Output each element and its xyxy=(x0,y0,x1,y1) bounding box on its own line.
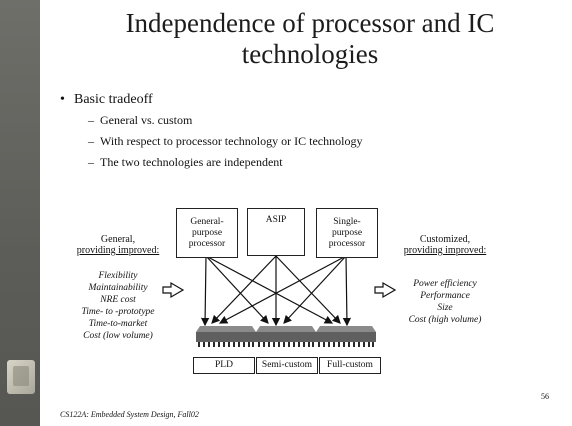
ic-label: Semi-custom xyxy=(261,360,313,370)
asip-box: ASIP xyxy=(247,208,305,256)
processor-label-line: purpose xyxy=(331,227,363,238)
general-heading-line1: General, xyxy=(100,234,136,245)
general-purpose-processor-box: General- purpose processor xyxy=(176,208,238,258)
arrow-sp-pld xyxy=(218,255,347,324)
arrow-sp-semicustom xyxy=(283,255,347,324)
pld-label-box: PLD xyxy=(193,357,255,374)
processor-label-line: General- xyxy=(190,216,224,227)
pld-chip-icon xyxy=(196,326,256,347)
list-item: NRE cost xyxy=(100,295,136,305)
dash-icon: – xyxy=(88,134,94,148)
dash-icon: – xyxy=(88,113,94,127)
subbullet-item: –With respect to processor technology or… xyxy=(88,134,362,149)
left-arrow-icon xyxy=(162,281,185,299)
arrow-gp-pld xyxy=(200,255,210,327)
single-purpose-processor-box: Single- purpose processor xyxy=(316,208,378,258)
list-item: Performance xyxy=(420,291,470,301)
fullcustom-label-box: Full-custom xyxy=(319,357,381,374)
bullet-text: Basic tradeoff xyxy=(74,92,153,107)
arrow-asip-fullcustom xyxy=(275,255,341,324)
semicustom-label-box: Semi-custom xyxy=(256,357,318,374)
customized-benefits-list: Power efficiency Performance Size Cost (… xyxy=(390,278,500,326)
general-benefits-list: Flexibility Maintainability NRE cost Tim… xyxy=(66,270,170,342)
list-item: Time-to-market xyxy=(88,319,148,329)
list-item: Flexibility xyxy=(98,271,138,281)
bullet-dot-icon: • xyxy=(60,92,65,107)
subbullet-item: –The two technologies are independent xyxy=(88,155,283,170)
subbullet-item: –General vs. custom xyxy=(88,113,192,128)
customized-heading: Customized, providing improved: xyxy=(390,234,500,256)
slide-sidebar xyxy=(0,0,40,426)
general-heading: General, providing improved: xyxy=(66,234,170,256)
processor-label-line: processor xyxy=(188,238,226,249)
list-item: Size xyxy=(437,303,453,313)
list-item: Time- to -prototype xyxy=(81,307,155,317)
processor-label-line: ASIP xyxy=(265,215,287,225)
subbullet-text: With respect to processor technology or … xyxy=(100,134,363,148)
slide-footer: CS122A: Embedded System Design, Fall02 xyxy=(60,410,199,419)
arrow-gp-fullcustom xyxy=(205,255,334,324)
slide-title: Independence of processor and IC technol… xyxy=(60,8,560,70)
processor-label-line: Single- xyxy=(333,216,361,227)
list-item: Cost (low volume) xyxy=(83,331,153,341)
right-arrow-icon xyxy=(374,281,397,299)
semicustom-chip-icon xyxy=(256,326,316,347)
bullet-item: • Basic tradeoff xyxy=(60,92,153,108)
ic-label: Full-custom xyxy=(327,360,373,370)
ic-label: PLD xyxy=(215,360,233,370)
subbullet-text: The two technologies are independent xyxy=(100,155,283,169)
processor-label-line: processor xyxy=(328,238,366,249)
university-logo-icon xyxy=(7,360,35,394)
arrow-asip-pld xyxy=(211,255,277,324)
list-item: Power efficiency xyxy=(413,279,477,289)
list-item: Maintainability xyxy=(88,283,148,293)
customized-heading-line2: providing improved: xyxy=(403,245,487,256)
subbullet-text: General vs. custom xyxy=(100,113,193,127)
page-number: 56 xyxy=(541,392,549,401)
arrow-gp-semicustom xyxy=(205,255,269,324)
customized-heading-line1: Customized, xyxy=(419,234,471,245)
title-line-2: technologies xyxy=(241,39,379,69)
title-line-1: Independence of processor and IC xyxy=(125,8,495,38)
arrow-sp-fullcustom xyxy=(342,255,352,327)
processor-label-line: purpose xyxy=(191,227,223,238)
general-heading-line2: providing improved: xyxy=(76,245,160,256)
list-item: Cost (high volume) xyxy=(408,315,482,325)
dash-icon: – xyxy=(88,155,94,169)
fullcustom-chip-icon xyxy=(316,326,376,347)
